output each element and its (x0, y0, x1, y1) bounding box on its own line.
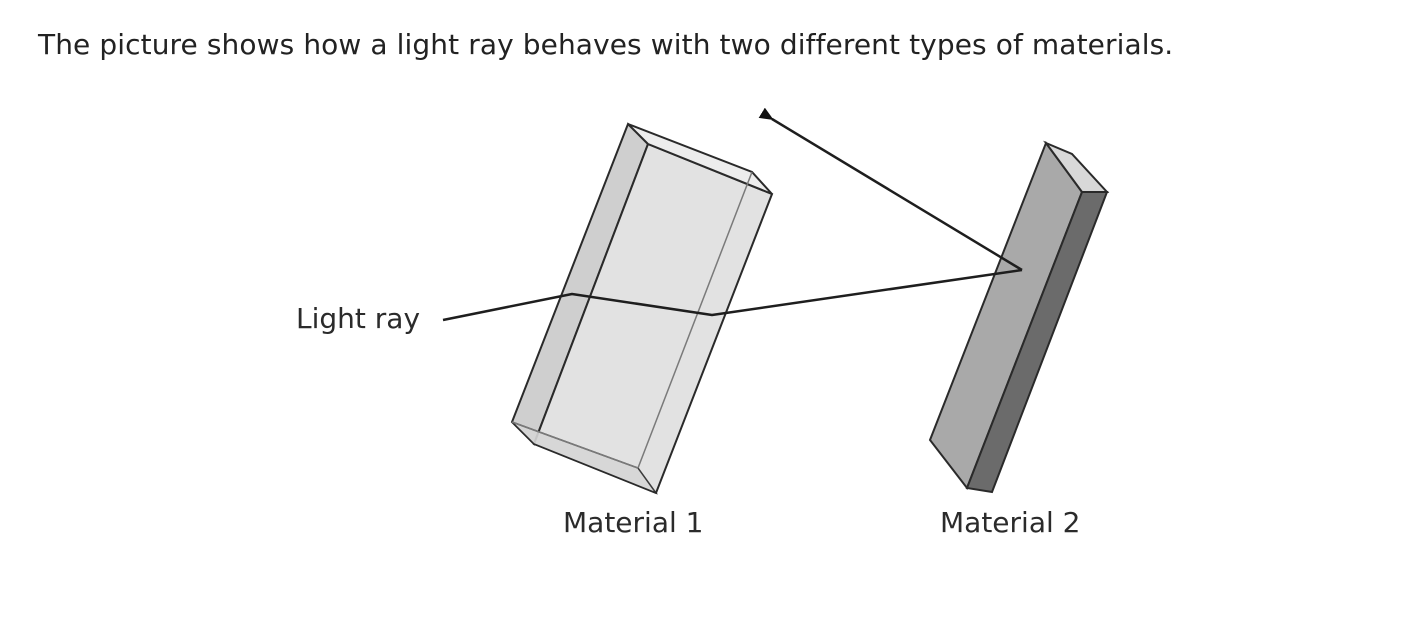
light-ray (442, 107, 1023, 322)
light-ray-incoming (442, 268, 1023, 322)
material-1-label: Material 1 (563, 506, 703, 539)
light-ray-reflected (758, 107, 1023, 272)
material-1-hidden-edge (637, 171, 753, 469)
material-1-block (510, 122, 774, 495)
material-1-top-face (627, 123, 773, 195)
material-2-top-face (1043, 140, 1110, 193)
material-1-hidden-edge (511, 421, 639, 469)
light-ray-label: Light ray (296, 302, 420, 335)
material-2-label: Material 2 (940, 506, 1080, 539)
material-2-block (928, 140, 1110, 494)
question-text: The picture shows how a light ray behave… (38, 28, 1174, 61)
